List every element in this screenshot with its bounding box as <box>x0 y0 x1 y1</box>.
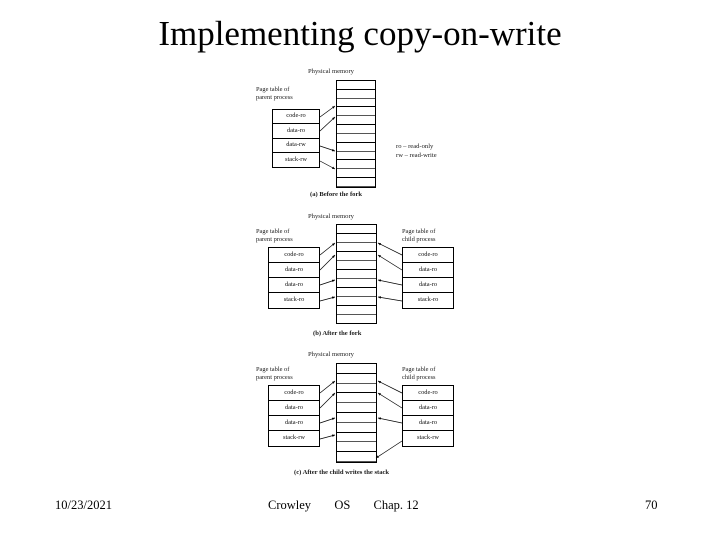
physical-memory-frame <box>337 81 375 90</box>
physical-memory-frame <box>337 178 375 187</box>
parent-page-table-label-a-line2: parent process <box>256 94 293 101</box>
parent-page-table-label-c-line2: parent process <box>256 374 293 381</box>
parent-page-table-label-b-line2: parent process <box>256 236 293 243</box>
legend-ro: ro – read-only <box>396 143 434 150</box>
parent-page-table-b: code-ro data-ro data-ro stack-ro <box>268 247 320 309</box>
page-table-entry: data-ro <box>403 401 453 416</box>
footer-page-number: 70 <box>645 498 658 512</box>
figure-panel-c: Physical memory Page table of parent pro… <box>250 351 480 487</box>
child-page-table-label-c-line1: Page table of <box>402 366 436 373</box>
footer-course: OS <box>334 498 351 512</box>
legend-rw: rw – read-write <box>396 152 437 159</box>
copy-on-write-figure: Physical memory Page table of parent pro… <box>250 68 480 488</box>
physical-memory-frame <box>337 297 376 306</box>
physical-memory-frame <box>337 169 375 179</box>
physical-memory-frame <box>337 279 376 288</box>
physical-memory-frame <box>337 393 376 404</box>
page-table-entry: data-rw <box>273 139 319 153</box>
footer-chapter: Chap. 12 <box>373 498 419 512</box>
physical-memory-label-c: Physical memory <box>308 351 354 358</box>
page-table-entry: code-ro <box>273 110 319 125</box>
page-table-entry: data-ro <box>269 401 319 416</box>
parent-page-table-label-a-line1: Page table of <box>256 86 290 93</box>
footer-author: Crowley <box>268 498 312 512</box>
page-table-entry: stack-rw <box>282 434 305 442</box>
physical-memory-frame <box>337 403 376 413</box>
physical-memory-frame <box>337 90 375 99</box>
physical-memory-column-a <box>336 80 376 188</box>
physical-memory-frame <box>337 261 376 270</box>
physical-memory-frame <box>337 423 376 433</box>
physical-memory-label-a: Physical memory <box>308 68 354 75</box>
child-page-table-label-c-line2: child process <box>402 374 436 381</box>
page-table-entry: data-ro <box>403 416 453 431</box>
physical-memory-frame <box>337 306 376 315</box>
slide-title: Implementing copy-on-write <box>158 14 562 53</box>
page-table-entry: data-ro <box>269 416 319 431</box>
page-table-entry: code-ro <box>403 386 453 401</box>
figure-panel-b: Physical memory Page table of parent pro… <box>250 211 480 341</box>
footer-date: 10/23/2021 <box>55 498 112 512</box>
physical-memory-frame <box>337 315 376 323</box>
physical-memory-column-c <box>336 363 377 463</box>
physical-memory-frame <box>337 413 376 423</box>
physical-memory-frame <box>337 225 376 234</box>
panel-caption-c: (c) After the child writes the stack <box>294 469 390 476</box>
physical-memory-frame <box>337 107 375 117</box>
physical-memory-label-b: Physical memory <box>308 213 354 220</box>
page-table-entry: data-ro <box>269 278 319 293</box>
physical-memory-frame <box>337 234 376 243</box>
physical-memory-frame <box>337 270 376 279</box>
child-page-table-c: code-ro data-ro data-ro stack-rw <box>402 385 454 447</box>
physical-memory-frame <box>337 452 376 462</box>
parent-page-table-label-c-line1: Page table of <box>256 366 290 373</box>
physical-memory-frame <box>337 143 375 152</box>
page-table-entry: stack-ro <box>417 296 439 304</box>
child-page-table-b: code-ro data-ro data-ro stack-ro <box>402 247 454 309</box>
page-table-entry: data-ro <box>273 124 319 139</box>
physical-memory-frame <box>337 116 375 126</box>
page-table-entry: code-ro <box>403 248 453 263</box>
footer-center: Crowley OS Chap. 12 <box>268 495 419 515</box>
page-table-entry: stack-ro <box>283 296 305 304</box>
page-table-entry: data-ro <box>403 278 453 293</box>
panel-caption-a: (a) Before the fork <box>310 191 363 198</box>
physical-memory-frame <box>337 364 376 374</box>
page-table-entry: code-ro <box>269 386 319 401</box>
physical-memory-frame <box>337 99 375 108</box>
parent-page-table-c: code-ro data-ro data-ro stack-rw <box>268 385 320 447</box>
figure-panel-a: Physical memory Page table of parent pro… <box>250 68 480 200</box>
child-page-table-label-b-line2: child process <box>402 236 436 243</box>
physical-memory-frame <box>337 134 375 143</box>
physical-memory-column-b <box>336 224 377 324</box>
panel-caption-b: (b) After the fork <box>313 330 362 337</box>
physical-memory-frame <box>337 152 375 161</box>
physical-memory-frame <box>337 125 375 134</box>
page-table-entry: data-ro <box>403 263 453 278</box>
page-table-entry: stack-rw <box>416 434 439 442</box>
physical-memory-frame <box>337 442 376 453</box>
physical-memory-frame <box>337 160 375 170</box>
physical-memory-frame <box>337 384 376 394</box>
page-table-entry: data-ro <box>269 263 319 278</box>
parent-page-table-label-b-line1: Page table of <box>256 228 290 235</box>
physical-memory-frame <box>337 243 376 252</box>
child-page-table-label-b-line1: Page table of <box>402 228 436 235</box>
physical-memory-frame <box>337 433 376 443</box>
physical-memory-frame <box>337 252 376 261</box>
page-table-entry: stack-rw <box>284 155 307 163</box>
physical-memory-frame <box>337 374 376 384</box>
page-table-entry: code-ro <box>269 248 319 263</box>
parent-page-table-a: code-ro data-ro data-rw stack-rw <box>272 109 320 168</box>
physical-memory-frame <box>337 288 376 297</box>
